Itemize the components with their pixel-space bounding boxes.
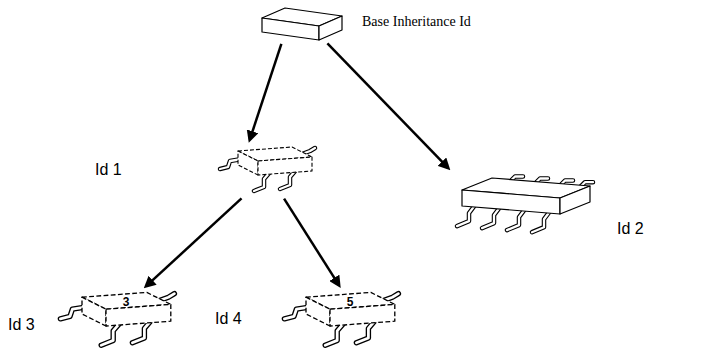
part-id-label: Id 2 (617, 220, 644, 238)
marking-number: 3 (123, 296, 130, 308)
component-node: Base Inheritance Id (262, 8, 342, 42)
block-front (262, 18, 319, 40)
base-id-label: Base Inheritance Id (362, 14, 471, 30)
text-holder: 3 (123, 292, 130, 310)
part-id-label: Id 3 (8, 316, 35, 334)
component-solid (457, 177, 593, 233)
part-id-label: Id 1 (95, 161, 122, 179)
inheritance-arrow (250, 44, 281, 139)
component-node: Id 45 (282, 290, 402, 352)
component-node: Id 1 (218, 145, 318, 197)
marking-number: 5 (347, 296, 354, 308)
inheritance-arrow (284, 199, 339, 285)
base-block (262, 8, 342, 40)
text-holder: 5 (347, 292, 354, 310)
component-outline (220, 147, 315, 191)
component-node: Id 2 (452, 172, 597, 252)
block-side (319, 16, 342, 40)
component-outline (284, 292, 398, 345)
component-node: Id 33 (58, 290, 178, 352)
text-holder: Base Inheritance Id (362, 12, 471, 30)
inheritance-arrow (327, 43, 447, 167)
component-outline (60, 292, 174, 345)
text-holder: Id 3 (8, 316, 35, 334)
part-id-label: Id 4 (215, 310, 242, 328)
text-holder: Id 2 (617, 220, 644, 238)
text-holder: Id 4 (215, 310, 242, 328)
inheritance-arrow (146, 198, 241, 286)
text-holder: Id 1 (95, 161, 122, 179)
